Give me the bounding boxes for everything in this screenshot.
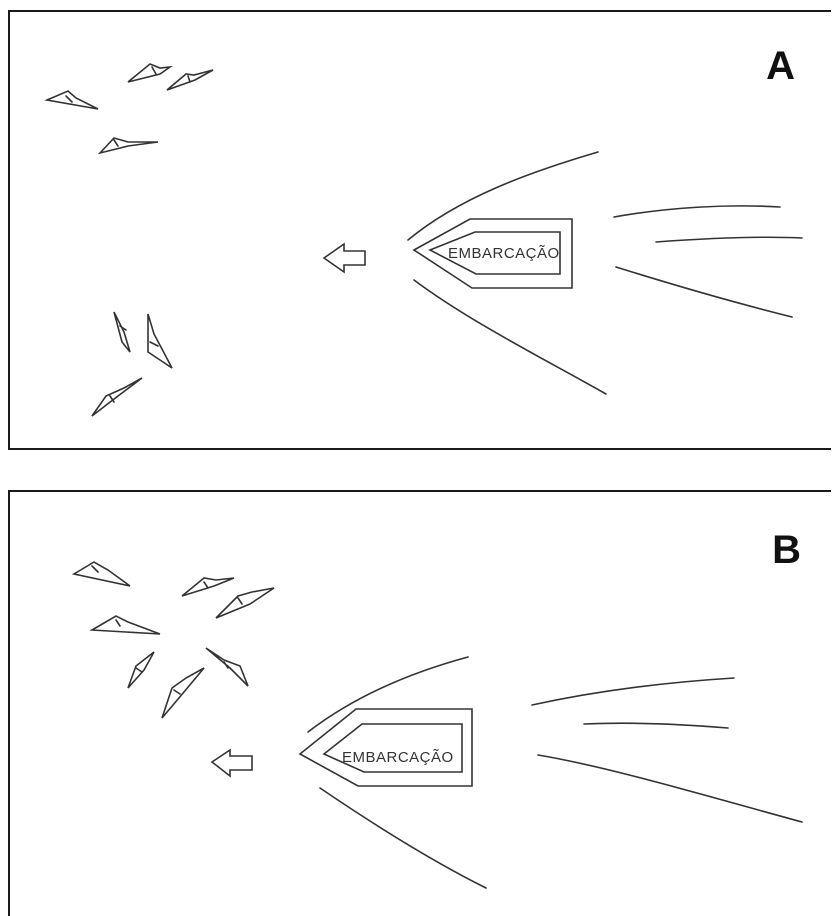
fish — [100, 138, 158, 153]
bow-wave-upper — [408, 152, 598, 240]
bow-wave-lower — [414, 280, 606, 394]
vessel-label: EMBARCAÇÃO — [342, 749, 454, 766]
direction-arrow — [324, 244, 365, 272]
wake-line — [616, 267, 792, 317]
fish — [162, 668, 204, 718]
boat-hull-outer — [300, 709, 472, 786]
fish — [92, 378, 142, 416]
fish — [128, 64, 170, 82]
direction-arrow — [212, 750, 252, 776]
vessel-label: EMBARCAÇÃO — [448, 245, 560, 262]
fish — [128, 652, 154, 688]
wake-line — [532, 678, 734, 705]
fish — [74, 562, 130, 586]
wake-line — [538, 755, 802, 822]
fish — [47, 91, 98, 109]
fish — [92, 616, 160, 634]
fish — [167, 70, 213, 90]
wake-line — [656, 237, 802, 242]
wake-line — [614, 206, 780, 217]
wake-line — [584, 723, 728, 728]
panel-a: A EMBARCAÇÃO — [8, 10, 831, 450]
panel-b: B EMBARCAÇÃO — [8, 490, 831, 916]
fish — [216, 588, 274, 618]
bow-wave-lower — [320, 788, 486, 888]
panel-b-sketch: EMBARCAÇÃO — [10, 492, 833, 916]
bow-wave-upper — [308, 657, 468, 732]
fish — [114, 312, 130, 352]
fish — [206, 648, 248, 686]
panel-a-sketch: EMBARCAÇÃO — [10, 12, 833, 448]
fish — [148, 314, 172, 368]
fish — [182, 578, 234, 596]
